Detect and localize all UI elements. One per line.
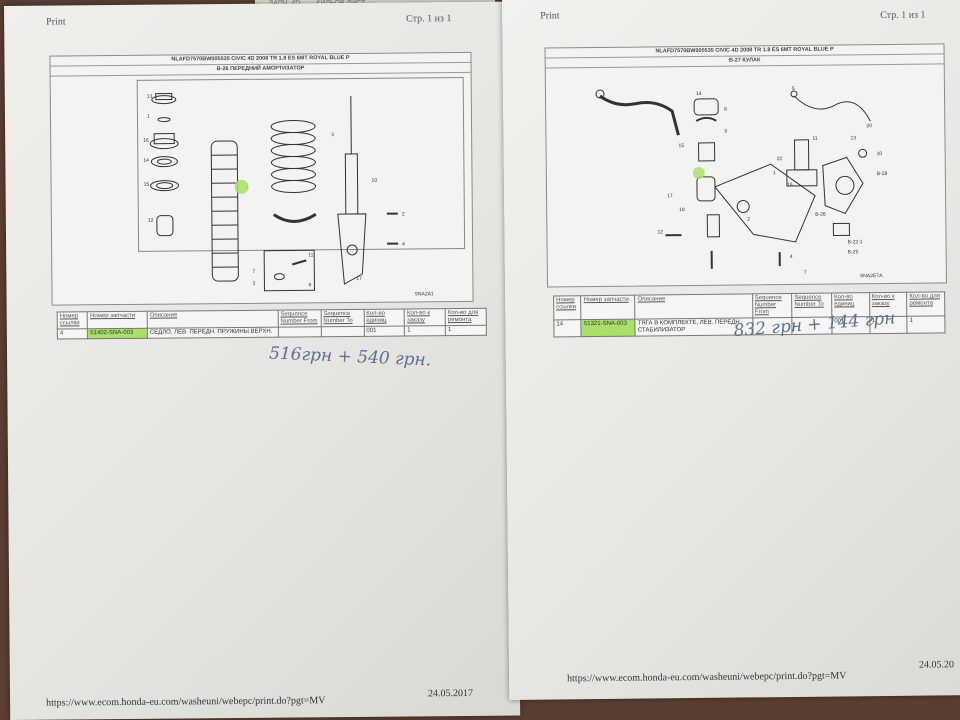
svg-text:16: 16 (143, 138, 149, 144)
right-diagram-code: SNA2E7A (860, 273, 883, 279)
left-diagram-code: SNA2A1 (415, 291, 434, 297)
right-footer-date: 24.05.20 (918, 659, 955, 671)
svg-text:15: 15 (679, 143, 685, 149)
svg-text:2: 2 (402, 212, 405, 218)
col-part-number: Номер запчасти (87, 311, 148, 329)
cell-ref: 14 (553, 319, 582, 337)
svg-text:10: 10 (372, 178, 378, 184)
svg-text:10: 10 (877, 151, 883, 157)
svg-text:1: 1 (147, 114, 150, 120)
svg-text:B-26: B-26 (815, 212, 826, 218)
svg-text:13: 13 (850, 135, 856, 141)
svg-text:4: 4 (402, 242, 405, 248)
cell-ref: 4 (57, 328, 88, 340)
right-parts-sheet: Print Стр. 1 из 1 NLAFD7570BW005535 CIVI… (502, 0, 960, 700)
svg-text:18: 18 (679, 207, 685, 213)
col-qty-order: Кол-во к заказу (404, 308, 446, 327)
svg-text:14: 14 (696, 91, 702, 97)
left-ref-highlight (234, 179, 249, 194)
cell-part-number: 51321-SNA-003 (581, 319, 636, 337)
svg-text:22: 22 (777, 156, 783, 162)
svg-text:8: 8 (724, 107, 727, 113)
col-qty-repair: Кол-во для ремонта (906, 291, 945, 317)
svg-text:13: 13 (147, 94, 153, 100)
cell-seq-to (320, 326, 364, 337)
col-qty-repair: Кол-во для ремонта (445, 308, 487, 326)
svg-text:3: 3 (331, 132, 334, 138)
svg-text:7: 7 (252, 269, 255, 275)
left-footer-date: 24.05.2017 (427, 687, 474, 700)
svg-text:5: 5 (792, 86, 795, 92)
svg-text:1: 1 (773, 170, 776, 176)
right-ref-highlight (692, 166, 705, 179)
col-ref: Номер ссылки (553, 295, 582, 320)
col-part-number: Номер запчасти (581, 295, 636, 320)
svg-text:B-22-1: B-22-1 (848, 239, 863, 245)
cell-description: СЕДЛО, ЛЕВ. ПЕРЕДН. ПРУЖИНЫ ВЕРХН. (147, 327, 279, 339)
col-seq-to: Sequence Number To (320, 309, 364, 327)
cell-part-number: 51402-SNA-003 (87, 328, 148, 339)
cell-qty-units: 001 (363, 326, 405, 337)
svg-text:11: 11 (308, 252, 313, 258)
svg-text:8: 8 (308, 282, 311, 288)
svg-text:9: 9 (724, 129, 727, 135)
cell-qty-order: 1 (404, 325, 446, 337)
left-header-print: Print (46, 16, 66, 28)
left-parts-table: Номер ссылки Номер запчасти Описание Seq… (56, 307, 487, 340)
cell-qty-repair: 1 (445, 325, 487, 336)
svg-text:11: 11 (812, 136, 817, 142)
svg-text:2: 2 (747, 216, 750, 222)
col-qty-units: Кол-во единиц (363, 309, 405, 327)
left-parts-sheet: Print Стр. 1 из 1 NLAFD7570BW005535 CIVI… (4, 1, 521, 720)
col-seq-from: Sequence Number From (752, 293, 793, 318)
left-footer-url: https://www.ecom.honda-eu.com/washeuni/w… (46, 695, 326, 709)
right-parts-diagram: NLAFD7570BW005535 CIVIC 4D 2008 TR 1.8 E… (544, 43, 947, 288)
svg-text:12: 12 (148, 218, 154, 224)
right-footer-url: https://www.ecom.honda-eu.com/washeuni/w… (567, 670, 847, 685)
right-header-print: Print (540, 10, 560, 22)
right-header-page: Стр. 1 из 1 (880, 9, 926, 22)
left-handwritten-price: 516грн + 540 грн. (268, 343, 432, 371)
svg-text:4: 4 (790, 254, 793, 260)
svg-text:16: 16 (787, 182, 793, 188)
svg-text:3: 3 (252, 281, 255, 287)
svg-text:B-25: B-25 (848, 249, 859, 255)
left-parts-diagram: NLAFD7570BW005535 CIVIC 4D 2008 TR 1.8 E… (49, 51, 474, 306)
left-header-page: Стр. 1 из 1 (406, 13, 452, 25)
svg-text:17: 17 (356, 276, 362, 282)
svg-text:12: 12 (657, 229, 663, 235)
col-ref: Номер ссылки (57, 311, 88, 330)
svg-text:17: 17 (667, 193, 673, 199)
svg-text:14: 14 (143, 158, 149, 164)
col-description: Описание (147, 310, 279, 329)
cell-qty-repair: 1 (907, 315, 946, 334)
col-description: Описание (635, 293, 753, 320)
cell-seq-from (278, 326, 322, 338)
col-seq-from: Sequence Number From (277, 309, 321, 328)
svg-text:20: 20 (866, 123, 872, 129)
svg-text:15: 15 (144, 182, 150, 188)
svg-text:7: 7 (804, 270, 807, 276)
svg-text:B-28: B-28 (877, 171, 888, 177)
